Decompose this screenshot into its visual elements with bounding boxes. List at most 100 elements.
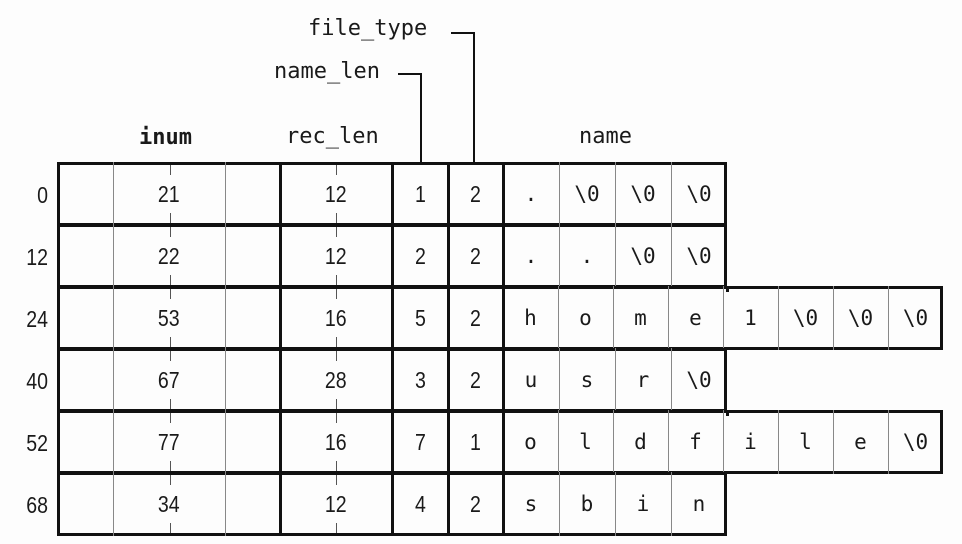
name-char-divider xyxy=(778,410,779,474)
name-char-divider xyxy=(833,410,834,474)
file-type-cell: 2 xyxy=(470,366,481,393)
byte-tick xyxy=(170,289,171,299)
name-char-cell: i xyxy=(636,492,650,516)
byte-tick xyxy=(170,165,171,175)
name-char-cell: e xyxy=(689,306,702,330)
byte-divider xyxy=(225,286,226,350)
column-divider xyxy=(391,348,394,412)
column-divider xyxy=(279,162,282,226)
column-divider xyxy=(279,224,282,288)
name-char-cell: \0 xyxy=(792,306,819,330)
column-divider xyxy=(502,224,505,288)
name-char-divider xyxy=(559,224,560,288)
offset-label: 24 xyxy=(26,306,48,332)
name-char-divider xyxy=(888,286,889,350)
rec-len-cell: 12 xyxy=(325,490,347,517)
name-char-divider xyxy=(671,162,672,226)
file-type-cell: 2 xyxy=(470,304,481,331)
column-divider xyxy=(447,348,450,412)
name-char-divider xyxy=(615,472,616,536)
column-divider xyxy=(447,472,450,536)
name-char-cell: l xyxy=(579,430,592,454)
byte-tick xyxy=(336,289,337,299)
byte-tick xyxy=(170,227,171,237)
rec-len-cell: 16 xyxy=(325,428,347,455)
rec-len-cell: 28 xyxy=(325,366,347,393)
name-len-cell: 2 xyxy=(414,242,426,269)
column-divider xyxy=(502,410,505,474)
column-divider xyxy=(447,162,450,226)
byte-tick xyxy=(336,475,337,485)
name-char-divider xyxy=(615,348,616,412)
name-char-cell: \0 xyxy=(630,182,656,206)
name-char-cell: o xyxy=(524,430,537,454)
byte-tick xyxy=(170,461,171,471)
name-char-cell: . xyxy=(524,244,538,268)
byte-divider xyxy=(225,348,226,412)
name-len-cell: 5 xyxy=(414,304,426,331)
name-header: name xyxy=(579,124,632,149)
inum-cell: 21 xyxy=(157,180,180,207)
name-char-cell: \0 xyxy=(574,182,600,206)
byte-tick xyxy=(336,275,337,285)
byte-tick xyxy=(170,413,171,423)
byte-divider xyxy=(225,410,226,474)
name-char-divider xyxy=(668,410,669,474)
file-type-cell: 2 xyxy=(470,180,481,207)
name-char-cell: b xyxy=(580,492,594,516)
offset-label: 12 xyxy=(26,244,48,270)
byte-tick xyxy=(336,413,337,423)
column-divider xyxy=(391,224,394,288)
name-char-divider xyxy=(615,162,616,226)
column-divider xyxy=(502,348,505,412)
file-type-cell: 2 xyxy=(470,490,481,517)
column-divider xyxy=(447,224,450,288)
name-char-divider xyxy=(723,410,724,474)
inum-cell: 53 xyxy=(157,304,180,331)
name-len-leader-h xyxy=(398,73,422,75)
name-len-cell: 3 xyxy=(414,366,426,393)
name-len-cell: 7 xyxy=(414,428,426,455)
inum-cell: 67 xyxy=(157,366,180,393)
name-char-divider xyxy=(671,348,672,412)
name-char-divider xyxy=(558,410,559,474)
name-char-divider xyxy=(668,286,669,350)
name-char-divider xyxy=(559,472,560,536)
name-char-cell: . xyxy=(524,182,538,206)
name-divider xyxy=(726,286,729,292)
inum-header: inum xyxy=(139,125,192,150)
column-divider xyxy=(391,162,394,226)
name-len-cell: 1 xyxy=(414,180,426,207)
name-char-cell: \0 xyxy=(686,368,712,392)
file-type-leader-v xyxy=(473,32,475,163)
name-char-cell: h xyxy=(524,306,537,330)
offset-label: 68 xyxy=(26,492,48,518)
rec-len-header: rec_len xyxy=(286,124,379,149)
name-divider xyxy=(726,410,729,416)
name-char-divider xyxy=(558,286,559,350)
column-divider xyxy=(391,410,394,474)
byte-tick xyxy=(336,461,337,471)
file-type-cell: 2 xyxy=(470,242,481,269)
column-divider xyxy=(447,410,450,474)
name-len-cell: 4 xyxy=(414,490,426,517)
byte-divider xyxy=(225,224,226,288)
column-divider xyxy=(391,286,394,350)
byte-tick xyxy=(336,351,337,361)
rec-len-cell: 12 xyxy=(325,180,347,207)
byte-tick xyxy=(170,351,171,361)
column-divider xyxy=(502,472,505,536)
name-char-cell: \0 xyxy=(686,182,712,206)
byte-divider xyxy=(113,348,114,412)
name-char-cell: \0 xyxy=(902,306,929,330)
name-len-leader-v xyxy=(420,73,422,163)
name-char-cell: \0 xyxy=(630,244,656,268)
byte-tick xyxy=(170,213,171,223)
offset-label: 52 xyxy=(26,430,48,456)
name-char-divider xyxy=(559,162,560,226)
rec-len-cell: 12 xyxy=(325,242,347,269)
name-char-divider xyxy=(615,224,616,288)
column-divider xyxy=(279,472,282,536)
byte-divider xyxy=(113,286,114,350)
